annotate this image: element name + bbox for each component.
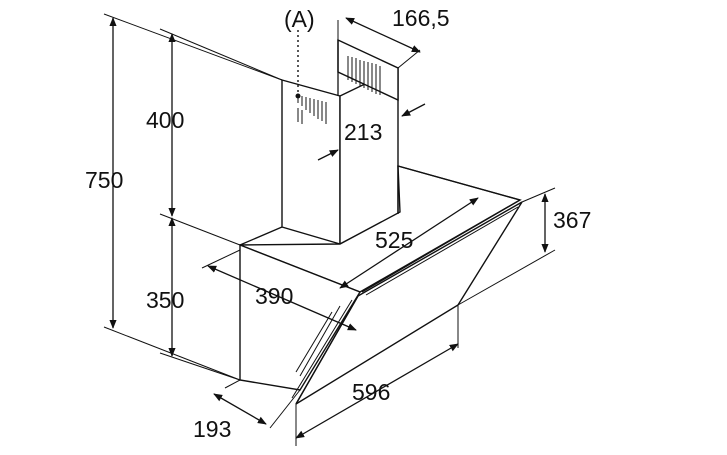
dim-750-label: 750 (85, 167, 123, 193)
dim-525-label: 525 (375, 227, 413, 253)
dim-166-5-label: 166,5 (392, 5, 450, 31)
vent-slots-right (347, 56, 381, 95)
dim-390-label: 390 (255, 283, 293, 309)
dim-596-label: 596 (352, 379, 390, 405)
dim-213-label: 213 (344, 119, 382, 145)
marker-a: (A) (284, 6, 315, 99)
dim-350-label: 350 (146, 287, 184, 313)
dim-367-label: 367 (553, 207, 591, 233)
marker-a-label: (A) (284, 6, 315, 32)
vent-slots-left (297, 95, 327, 124)
dimension-lines (109, 17, 549, 439)
dim-400-label: 400 (146, 107, 184, 133)
dim-193-label: 193 (193, 416, 231, 442)
